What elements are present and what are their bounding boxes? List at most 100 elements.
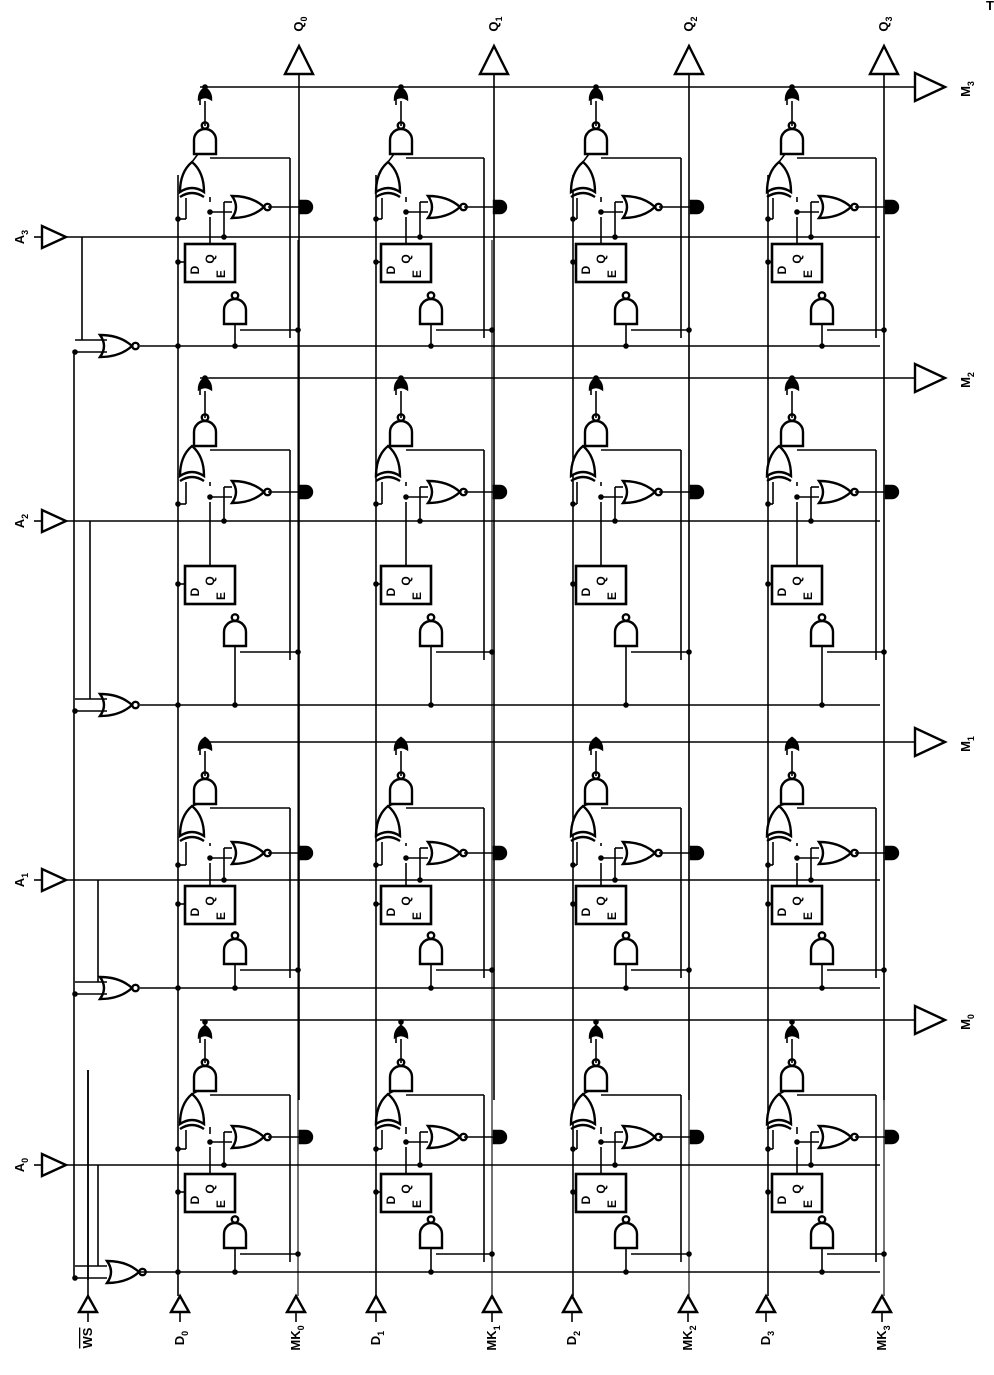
junction-dot [612,234,618,240]
latch-pin-e: E [801,270,815,278]
junction-dot [612,877,618,883]
junction-dot [373,862,379,868]
cell-r1-c2-latch: DQE [574,564,628,606]
label-a3-subscript: 3 [20,230,30,235]
cell-r2-c1-xor [374,804,402,843]
label-d3-subscript: 3 [766,1331,776,1336]
cell-r2-c3-nand-top [779,771,805,806]
input-buffer-d2 [560,1293,584,1314]
input-buffer-mk0 [284,1293,308,1314]
junction-dot [765,1189,771,1195]
label-a3: A3 [12,230,30,244]
cell-r2-c0-nand-top [192,771,218,806]
junction-dot [489,1251,495,1257]
junction-dot [789,375,795,381]
latch-pin-e: E [605,1200,619,1208]
junction-dot [570,901,576,907]
row-nor-gate-1 [97,975,140,1001]
cell-r0-c1-nand-we [418,291,444,326]
label-ws: WS [80,1327,95,1348]
cell-r0-c1-xor [374,160,402,199]
label-d2-subscript: 2 [572,1331,582,1336]
latch-pin-d: D [775,265,789,274]
cell-r2-c1-nor-compare [425,840,468,866]
junction-dot [175,1269,181,1275]
cell-r3-c2-q-tristate [689,1129,705,1145]
cell-r0-c0-nand-top [192,121,218,156]
svg-text:M2: M2 [958,372,976,388]
cell-r3-c3-nor-compare [816,1124,859,1150]
output-buffer-q0 [283,43,315,76]
junction-dot [207,494,213,500]
junction-dot [295,967,301,973]
label-d1-text: D [368,1336,383,1345]
cell-r1-c0-nand-top [192,413,218,448]
cell-r2-c0-latch: DQE [183,884,237,926]
cell-r1-c0-latch: DQE [183,564,237,606]
junction-dot [175,216,181,222]
cell-r3-c3-q-tristate [884,1129,900,1145]
junction-dot [623,985,629,991]
junction-dot [417,518,423,524]
junction-dot [221,877,227,883]
junction-dot [295,327,301,333]
junction-dot [570,862,576,868]
inversion-bubble [230,1215,240,1224]
junction-dot [765,901,771,907]
input-buffer-ws [76,1293,100,1314]
junction-dot [398,1019,404,1025]
junction-dot [881,967,887,973]
junction-dot [373,581,379,587]
svg-text:M3: M3 [958,81,976,97]
junction-dot [881,327,887,333]
label-q3-text: Q [876,21,891,31]
cell-r1-c0-xor [178,444,206,483]
latch-pin-q: Q [594,254,608,263]
junction-dot [765,581,771,587]
junction-dot [403,1139,409,1145]
inversion-bubble [131,341,140,351]
latch-pin-d: D [188,265,202,274]
junction-dot [808,518,814,524]
cell-r2-c0-xor [178,804,206,843]
cell-r3-c3-nand-we [809,1215,835,1250]
label-m1-text: M [958,741,973,752]
latch-pin-e: E [605,592,619,600]
label-m2-subscript: 2 [966,372,976,377]
latch-pin-e: E [410,592,424,600]
input-buffer-a1 [40,867,69,893]
junction-dot [175,259,181,265]
label-q1-subscript: 1 [494,16,504,21]
svg-text:Q3: Q3 [876,16,894,31]
inversion-bubble [230,613,240,622]
junction-dot [232,702,238,708]
label-a1-text: A [12,877,27,887]
cell-r1-c2-nand-we [613,613,639,648]
input-buffer-a2 [40,508,69,534]
label-mk1-subscript: 1 [492,1325,502,1330]
cell-r2-c0-nor-compare [229,840,272,866]
latch-pin-q: Q [594,896,608,905]
junction-dot [417,877,423,883]
junction-dot [207,209,213,215]
inversion-bubble [621,931,631,940]
junction-dot [428,702,434,708]
junction-dot [593,84,599,90]
inversion-bubble [131,700,140,710]
label-mk2: MK2 [680,1325,698,1350]
latch-pin-d: D [775,907,789,916]
latch-pin-e: E [214,270,228,278]
junction-dot [593,375,599,381]
label-d3: D3 [758,1331,776,1345]
svg-text:MK1: MK1 [484,1325,502,1350]
inversion-bubble [621,291,631,300]
label-mk0: MK0 [288,1325,306,1350]
cell-r0-c0-nand-we [222,291,248,326]
cell-r0-c1-nor-compare [425,194,468,220]
cell-r0-c0-nor-compare [229,194,272,220]
label-mk0-subscript: 0 [296,1325,306,1330]
junction-dot [403,494,409,500]
svg-text:A0: A0 [12,1158,30,1172]
cell-r3-c1-nand-we [418,1215,444,1250]
label-q3: Q3 [876,16,894,31]
